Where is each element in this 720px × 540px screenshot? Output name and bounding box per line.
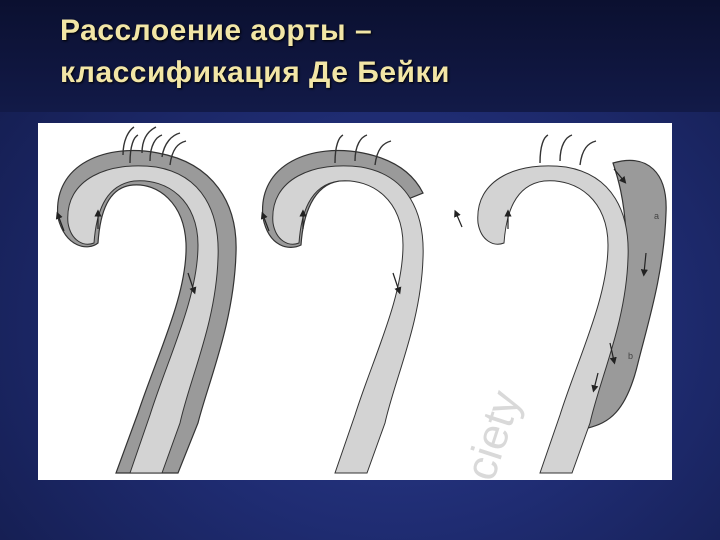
false-lumen bbox=[57, 149, 237, 474]
true-lumen bbox=[67, 165, 219, 474]
label-b: b bbox=[628, 351, 633, 361]
slide-title: Расслоение аорты – классификация Де Бейк… bbox=[60, 10, 680, 94]
arrow-icon bbox=[640, 252, 648, 277]
arrow-icon bbox=[55, 211, 65, 232]
arch-branches bbox=[539, 134, 597, 166]
true-lumen bbox=[477, 165, 629, 474]
arrow-icon bbox=[591, 372, 599, 393]
arrow-icon bbox=[454, 209, 463, 228]
title-line-1: Расслоение аорты – bbox=[60, 14, 373, 47]
debakey-classification-figure: ciety bbox=[38, 123, 672, 480]
title-line-2: классификация Де Бейки bbox=[60, 56, 450, 89]
aorta-type-1 bbox=[55, 126, 237, 474]
arrow-icon bbox=[260, 211, 270, 232]
aorta-type-3: a b bbox=[454, 134, 667, 474]
aorta-diagrams: ciety bbox=[55, 126, 667, 480]
arch-branches bbox=[334, 134, 392, 166]
watermark-text: ciety bbox=[456, 385, 531, 480]
arrow-icon bbox=[187, 272, 197, 295]
arrow-icon bbox=[613, 168, 627, 184]
true-lumen bbox=[272, 165, 424, 474]
title-band bbox=[0, 0, 720, 112]
label-a: a bbox=[654, 211, 659, 221]
arrow-icon bbox=[609, 342, 617, 365]
aorta-type-2 bbox=[260, 134, 424, 474]
arrow-icon bbox=[392, 272, 402, 295]
arch-branches bbox=[122, 126, 187, 166]
